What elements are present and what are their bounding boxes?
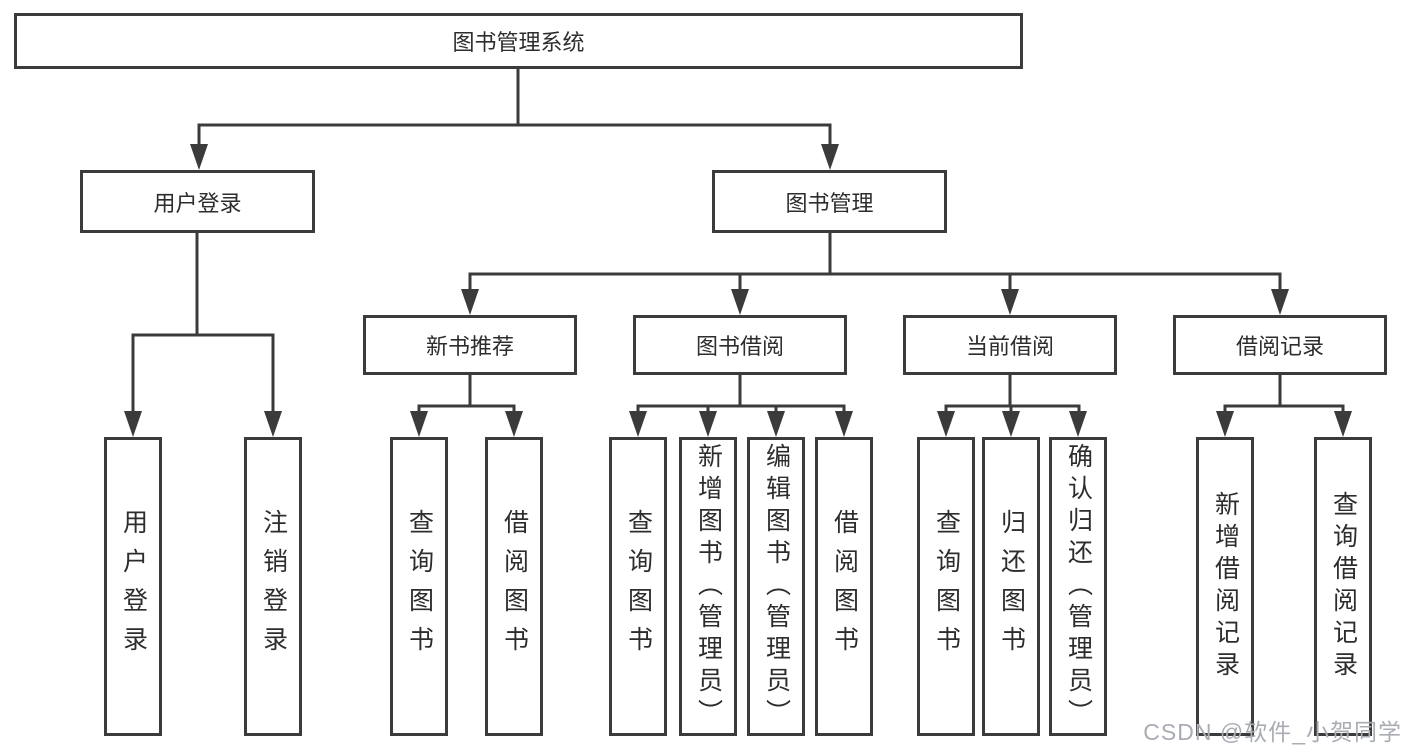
leaf-query-borrow-record: 查询借阅记录 [1314, 437, 1372, 736]
leaf-add-borrow-record: 新增借阅记录 [1196, 437, 1254, 736]
node-current-borrow: 当前借阅 [903, 315, 1117, 375]
leaf-user-login: 用户登录 [104, 437, 162, 736]
leaf-query-books-recommend: 查询图书 [390, 437, 448, 736]
node-new-book-recommend: 新书推荐 [363, 315, 577, 375]
node-book-borrow: 图书借阅 [633, 315, 847, 375]
leaf-logout: 注销登录 [244, 437, 302, 736]
leaf-borrow-books-borrow: 借阅图书 [815, 437, 873, 736]
node-borrow-records: 借阅记录 [1173, 315, 1387, 375]
node-book-management: 图书管理 [712, 170, 947, 233]
node-user-login: 用户登录 [80, 170, 315, 233]
node-library-management-system: 图书管理系统 [14, 13, 1023, 69]
leaf-query-books-borrow: 查询图书 [609, 437, 667, 736]
leaf-query-books-current: 查询图书 [917, 437, 975, 736]
watermark: CSDN @软件_小贺同学 [1143, 719, 1402, 745]
leaf-borrow-books-recommend: 借阅图书 [485, 437, 543, 736]
leaf-edit-book-admin: 编辑图书（管理员） [747, 437, 805, 736]
leaf-confirm-return-admin: 确认归还（管理员） [1049, 437, 1107, 736]
leaf-add-book-admin: 新增图书（管理员） [679, 437, 737, 736]
leaf-return-book: 归还图书 [982, 437, 1040, 736]
